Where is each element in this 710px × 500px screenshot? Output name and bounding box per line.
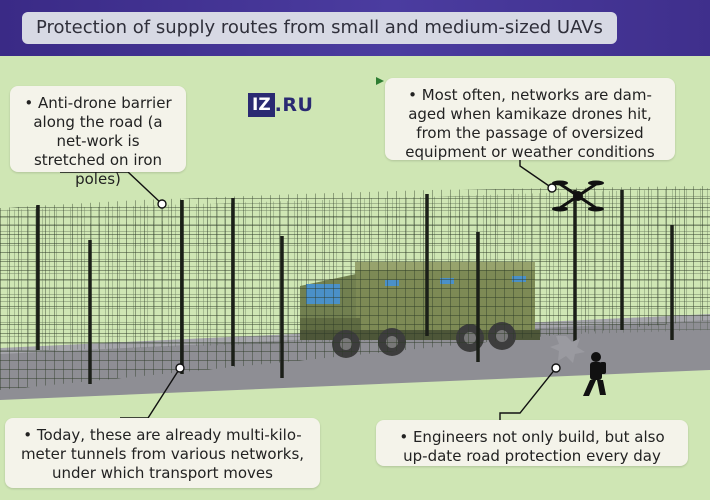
callout-damage: • Most often, networks are dam-aged when… <box>385 78 675 161</box>
fence-front-net <box>0 204 710 390</box>
callout-barrier: • Anti-drone barrier along the road (a n… <box>10 86 186 188</box>
page-title: Protection of supply routes from small a… <box>22 12 617 44</box>
logo-iz: IZ <box>248 93 275 117</box>
impact-burst-icon <box>550 336 585 363</box>
logo-ru: .RU <box>274 94 314 116</box>
callout-tunnels: • Today, these are already multi-kilo-me… <box>5 418 320 488</box>
callout-engineers: • Engineers not only build, but also up-… <box>376 420 688 466</box>
leader-dots <box>157 183 561 373</box>
soldier-icon <box>583 352 606 396</box>
brand-logo: IZ.RU <box>248 93 313 119</box>
header-band: Protection of supply routes from small a… <box>0 0 710 56</box>
fence-posts <box>36 190 674 384</box>
marker-arrow-icon <box>376 77 384 85</box>
kamikaze-drone-icon <box>552 180 604 212</box>
